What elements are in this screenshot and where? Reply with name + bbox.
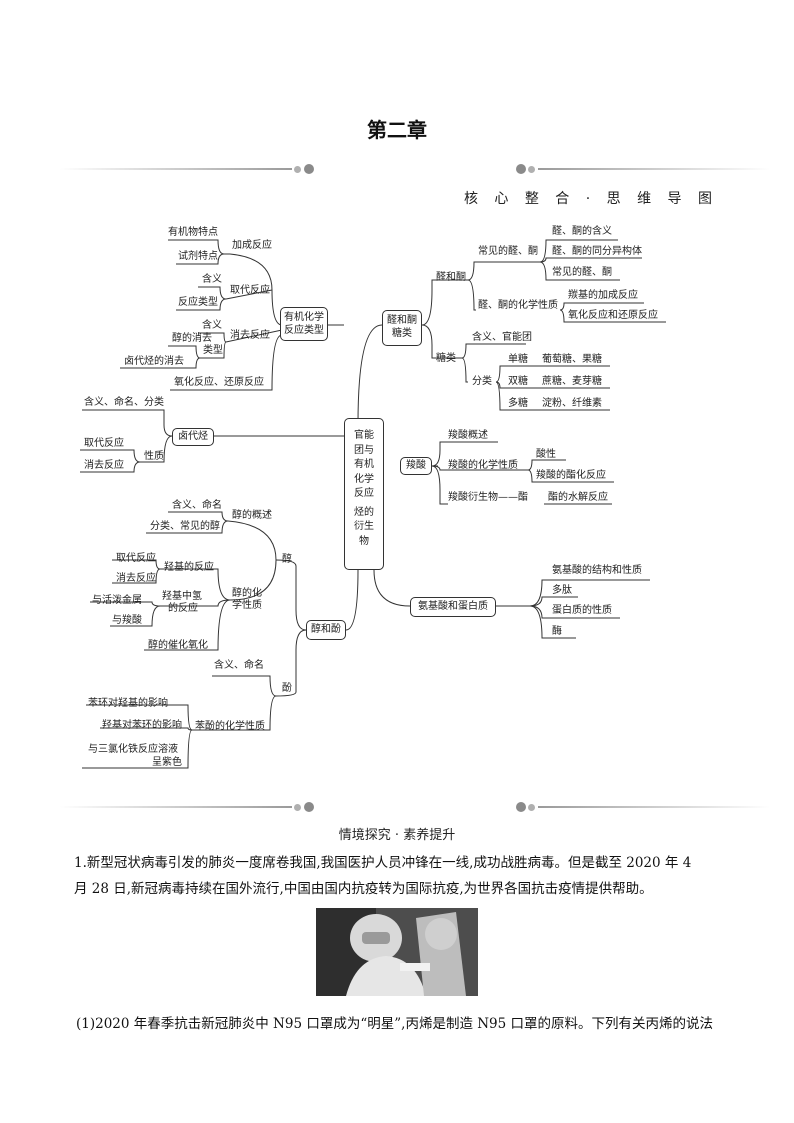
label-di-ex: 蔗糖、麦芽糖	[542, 376, 602, 387]
label-cat-ox: 醇的催化氧化	[148, 640, 208, 651]
center-line: 烃的	[354, 506, 374, 518]
label-amino-4: 酶	[552, 626, 562, 637]
separator-left	[60, 164, 320, 174]
label-common-3: 常见的醛、酮	[552, 267, 612, 278]
node-line: 有机化学	[284, 312, 324, 323]
question-1-sub-1: (1)2020 年春季抗击新冠肺炎中 N95 口罩成为“明星”,丙烯是制造 N9…	[76, 1016, 714, 1032]
center-line: 有机	[354, 459, 374, 470]
label-alc-overview: 醇的概述	[232, 510, 272, 521]
label-phenol-1: 苯环对羟基的影响	[88, 698, 168, 709]
section-title-mindmap: 核 心 整 合 · 思 维 导 图	[463, 191, 718, 207]
label-redox: 氧化反应、还原反应	[174, 377, 264, 388]
label-acidic: 酸性	[536, 449, 556, 460]
label-ald-chem-2: 氧化反应和还原反应	[568, 310, 658, 321]
label-phenol-2: 羟基对苯环的影响	[102, 720, 182, 731]
label-amino-3: 蛋白质的性质	[552, 605, 612, 616]
separator-left-2	[60, 802, 320, 812]
label-elim-reaction: 消去反应	[230, 330, 270, 341]
label-halide-prop: 性质	[144, 451, 164, 462]
label-halide-elim: 卤代烃的消去	[124, 356, 184, 367]
question-1-line-2: 月 28 日,新冠病毒持续在国外流行,中国由国内抗疫转为国际抗疫,为世界各国抗击…	[74, 881, 653, 897]
label-poly-ex: 淀粉、纤维素	[542, 398, 602, 409]
label-oh-h-2: 的反应	[168, 603, 198, 614]
center-line: 团与	[354, 444, 374, 456]
node-line: 糖类	[392, 328, 412, 339]
label-sugar-def: 含义、官能团	[472, 332, 532, 343]
label-mono-ex: 葡萄糖、果糖	[542, 354, 602, 365]
node-line: 反应类型	[284, 325, 324, 336]
node-alcohol-phenol: 醇和酚	[306, 620, 346, 640]
chapter-title: 第二章	[367, 118, 427, 142]
mindmap-connectors	[80, 239, 666, 769]
label-alc-class: 分类、常见的醇	[150, 521, 220, 532]
label-phenol-3a: 与三氯化铁反应溶液	[88, 744, 178, 755]
label-acid-chem: 羧酸的化学性质	[448, 460, 518, 471]
label-alcohol-elim: 醇的消去	[172, 333, 212, 344]
label-add-reagent: 试剂特点	[178, 251, 218, 262]
label-phenol-3b: 呈紫色	[152, 757, 182, 768]
node-text: 卤代烃	[178, 431, 208, 442]
label-hydroxyl-reaction: 羟基的反应	[164, 562, 214, 573]
label-phenol-def: 含义、命名	[214, 660, 264, 671]
label-amino-1: 氨基酸的结构和性质	[552, 565, 642, 576]
label-active-metal: 与活泼金属	[92, 595, 142, 606]
label-hyd-sub: 取代反应	[116, 553, 156, 564]
label-oh-h-1: 羟基中氢	[162, 591, 202, 602]
label-hydrolysis: 酯的水解反应	[548, 492, 608, 503]
label-elim-def: 含义	[202, 320, 222, 331]
node-text: 羧酸	[406, 460, 426, 471]
label-di: 双糖	[508, 376, 528, 387]
label-halide-sub: 取代反应	[84, 438, 124, 449]
label-ald-ket: 醛和酮	[436, 272, 466, 283]
node-halide: 卤代烃	[172, 428, 214, 446]
label-sub-reaction: 取代反应	[230, 285, 270, 296]
center-topic: 官能 团与 有机 化学 反应 烃的 衍生 物	[344, 418, 384, 570]
node-carboxylic-acid: 羧酸	[400, 457, 432, 475]
node-reaction-types: 有机化学 反应类型	[280, 307, 328, 341]
label-sugar-class: 分类	[472, 376, 492, 387]
section-title-inquiry: 情境探究 · 素养提升	[338, 828, 456, 843]
label-add-reaction: 加成反应	[232, 240, 272, 251]
label-carboxylic: 与羧酸	[112, 615, 142, 626]
label-alc-chem-1: 醇的化	[232, 588, 262, 599]
question-1-line-1: 1.新型冠状病毒引发的肺炎一度席卷我国,我国医护人员冲锋在一线,成功战胜病毒。但…	[74, 855, 692, 871]
label-common-1: 醛、酮的含义	[552, 226, 612, 237]
label-common: 常见的醛、酮	[478, 246, 538, 257]
center-line: 化学	[354, 473, 374, 485]
label-halide-elim: 消去反应	[84, 460, 124, 471]
label-sub-type: 反应类型	[178, 297, 218, 308]
label-phenol: 酚	[282, 683, 292, 694]
label-alc-def: 含义、命名	[172, 500, 222, 511]
label-ald-chem: 醛、酮的化学性质	[478, 300, 558, 311]
label-phenol-chem: 苯酚的化学性质	[195, 721, 265, 732]
label-esterification: 羧酸的酯化反应	[536, 470, 606, 481]
label-acid-overview: 羧酸概述	[448, 430, 488, 441]
label-halide-def: 含义、命名、分类	[84, 397, 164, 408]
label-hyd-elim: 消去反应	[116, 573, 156, 584]
medical-staff-photo	[316, 908, 478, 996]
label-add-feature: 有机物特点	[168, 227, 218, 238]
node-amino-protein: 氨基酸和蛋白质	[410, 597, 496, 617]
label-mono: 单糖	[508, 354, 528, 365]
label-amino-2: 多肽	[552, 585, 572, 596]
label-elim-type: 类型	[203, 345, 223, 356]
center-line: 官能	[354, 430, 374, 441]
label-poly: 多糖	[508, 398, 528, 409]
center-line: 物	[359, 535, 369, 547]
node-line: 醛和酮	[387, 315, 417, 326]
node-aldehyde-sugar: 醛和酮 糖类	[382, 310, 422, 346]
label-sugar: 糖类	[436, 353, 456, 364]
separator-right-2	[516, 802, 776, 812]
label-alcohol: 醇	[282, 554, 292, 565]
label-ald-chem-1: 羰基的加成反应	[568, 290, 638, 301]
node-text: 氨基酸和蛋白质	[418, 601, 488, 612]
label-alc-chem-2: 学性质	[232, 600, 262, 611]
separator-right	[516, 164, 776, 174]
label-common-2: 醛、酮的同分异构体	[552, 246, 642, 257]
center-line: 反应	[354, 488, 374, 499]
label-acid-deriv: 羧酸衍生物——酯	[448, 492, 528, 503]
center-line: 衍生	[354, 521, 374, 532]
node-text: 醇和酚	[311, 624, 341, 635]
label-sub-def: 含义	[202, 274, 222, 285]
